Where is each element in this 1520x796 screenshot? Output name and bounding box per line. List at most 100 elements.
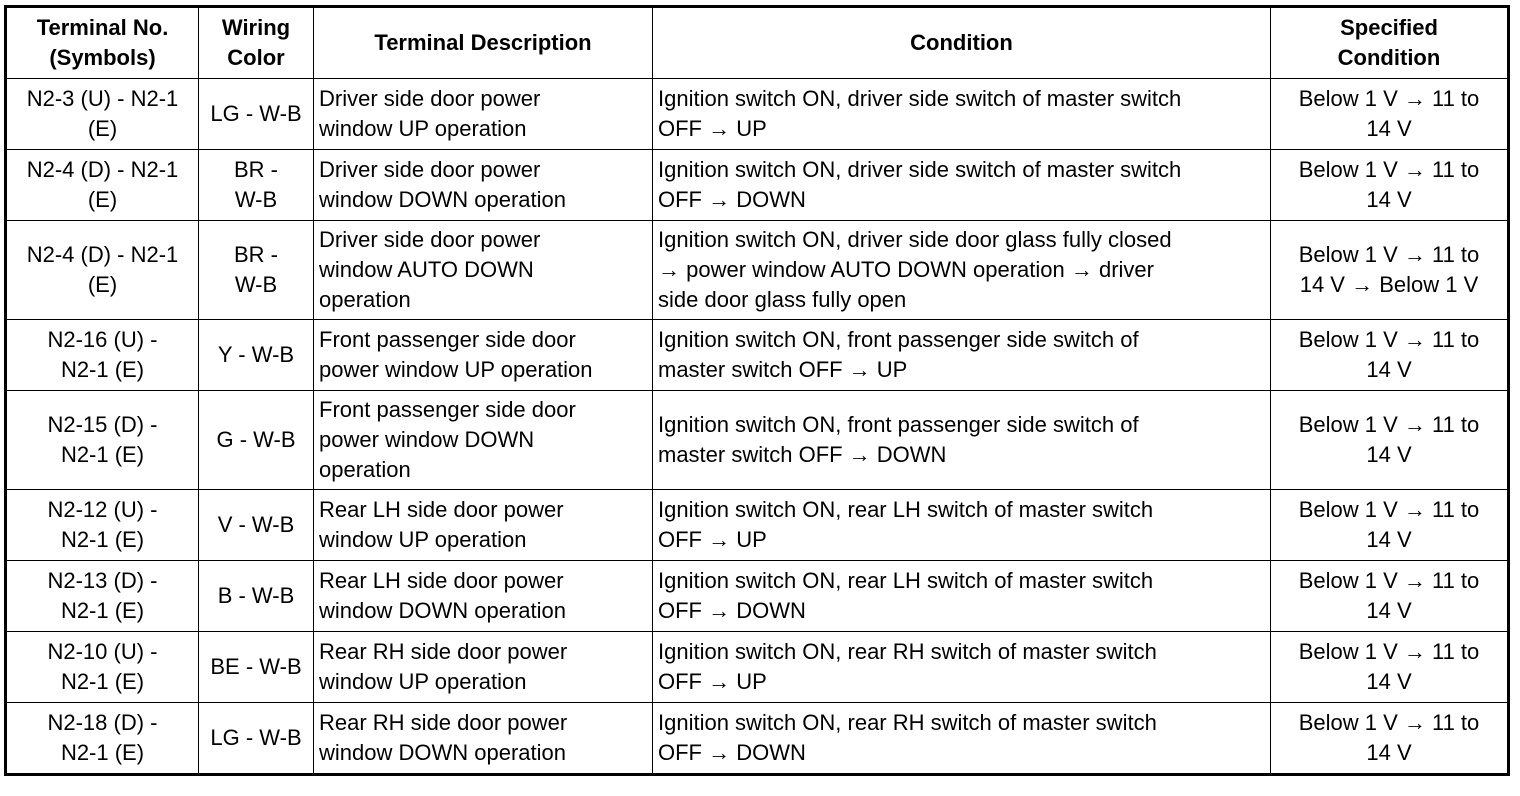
terminal-no-cell-line: N2-1 (E) xyxy=(60,442,145,467)
header-specified-line: Condition xyxy=(1337,45,1441,70)
specified-condition-cell-line: Below 1 V → 11 to xyxy=(1298,86,1480,111)
condition-cell: Ignition switch ON, driver side switch o… xyxy=(652,78,1271,150)
terminal-no-cell: N2-3 (U) - N2-1 (E) xyxy=(5,78,199,150)
table-row: N2-16 (U) -N2-1 (E) Y - W-B Front passenge… xyxy=(5,319,1509,391)
terminal-no-cell-line: N2-15 (D) - xyxy=(47,412,158,437)
terminal-description-cell: Rear RH side door power window UP operati… xyxy=(313,631,653,703)
condition-cell-line: Ignition switch ON, driver side door gla… xyxy=(658,227,1172,252)
condition-cell-line: → power window AUTO DOWN operation → dri… xyxy=(658,257,1154,282)
condition-cell-line: OFF → UP xyxy=(658,669,767,694)
wiring-color-cell: LG - W-B xyxy=(198,702,314,775)
terminal-no-cell: N2-15 (D) - N2-1 (E) xyxy=(5,390,199,490)
terminal-no-cell-line: N2-3 (U) - N2-1 xyxy=(26,86,179,111)
specified-condition-cell-line: 14 V xyxy=(1366,187,1412,212)
terminal-description-cell-line: Rear RH side door power xyxy=(319,639,568,664)
terminal-no-cell-line: N2-18 (D) - xyxy=(47,710,158,735)
condition-cell: Ignition switch ON, driver side door gla… xyxy=(652,220,1271,320)
terminal-no-cell-line: N2-10 (U) - xyxy=(47,639,158,664)
wiring-color-cell-line: BE - W-B xyxy=(210,654,302,679)
condition-cell-line: OFF → UP xyxy=(658,527,767,552)
wiring-color-cell-line: V - W-B xyxy=(217,512,295,537)
header-specified-line: Specified xyxy=(1340,15,1438,40)
specified-condition-cell-line: 14 V xyxy=(1366,669,1412,694)
specified-condition-cell-line: Below 1 V → 11 to xyxy=(1298,568,1480,593)
header-condition-line: Condition xyxy=(910,30,1013,55)
condition-cell: Ignition switch ON, rear RH switch of ma… xyxy=(652,702,1271,775)
terminal-no-cell-line: N2-4 (D) - N2-1 xyxy=(26,242,179,267)
header-terminal-description: Terminal Description xyxy=(313,6,653,79)
terminal-description-cell-line: window UP operation xyxy=(319,116,527,141)
specified-condition-cell-line: 14 V → Below 1 V xyxy=(1299,272,1479,297)
terminal-no-cell-line: N2-1 (E) xyxy=(60,669,145,694)
wiring-color-cell: V - W-B xyxy=(198,489,314,561)
specified-condition-cell-line: Below 1 V → 11 to xyxy=(1298,710,1480,735)
terminal-description-cell-line: window UP operation xyxy=(319,527,527,552)
specified-condition-cell-line: 14 V xyxy=(1366,442,1412,467)
wiring-color-cell-line: BR - xyxy=(234,157,278,182)
condition-cell: Ignition switch ON, front passenger side… xyxy=(652,390,1271,490)
header-wiring-line: Color xyxy=(227,45,285,70)
condition-cell-line: OFF → DOWN xyxy=(658,187,806,212)
terminal-no-cell: N2-4 (D) - N2-1(E) xyxy=(5,220,199,320)
table-body: N2-3 (U) - N2-1 (E) LG - W-B Driver side do… xyxy=(5,78,1509,775)
terminal-spec-table: Terminal No. (Symbols) Wiring Color Term… xyxy=(4,5,1510,776)
terminal-description-cell-line: Driver side door power xyxy=(319,157,541,182)
terminal-description-cell-line: window DOWN operation xyxy=(319,187,566,212)
terminal-description-cell: Front passenger side door power window UP… xyxy=(313,319,653,391)
wiring-color-cell-line: W-B xyxy=(234,187,278,212)
specified-condition-cell-line: 14 V xyxy=(1366,740,1412,765)
terminal-no-cell-line: N2-13 (D) - xyxy=(47,568,158,593)
terminal-description-cell-line: power window UP operation xyxy=(319,357,593,382)
condition-cell-line: Ignition switch ON, rear RH switch of ma… xyxy=(658,639,1157,664)
wiring-color-cell: LG - W-B xyxy=(198,78,314,150)
condition-cell-line: master switch OFF → UP xyxy=(658,357,908,382)
terminal-no-cell: N2-12 (U) -N2-1 (E) xyxy=(5,489,199,561)
terminal-description-cell-line: power window DOWN xyxy=(319,427,535,452)
specified-condition-cell-line: Below 1 V → 11 to xyxy=(1298,157,1480,182)
header-terminal-line: (Symbols) xyxy=(49,45,156,70)
terminal-description-cell-line: window UP operation xyxy=(319,669,527,694)
header-terminal-line: Terminal No. xyxy=(36,15,169,40)
terminal-description-cell-line: window AUTO DOWN xyxy=(319,257,534,282)
terminal-no-cell-line: N2-12 (U) - xyxy=(47,497,158,522)
header-condition: Condition xyxy=(652,6,1271,79)
wiring-color-cell-line: LG - W-B xyxy=(210,101,302,126)
wiring-color-cell-line: Y - W-B xyxy=(217,342,295,367)
header-wiring-line: Wiring xyxy=(221,15,291,40)
condition-cell: Ignition switch ON, driver side switch o… xyxy=(652,149,1271,221)
specified-condition-cell-line: Below 1 V → 11 to xyxy=(1298,327,1480,352)
terminal-description-cell-line: Front passenger side door xyxy=(319,327,576,352)
terminal-no-cell-line: (E) xyxy=(87,116,118,141)
condition-cell-line: master switch OFF → DOWN xyxy=(658,442,947,467)
table-row: N2-3 (U) - N2-1 (E) LG - W-B Driver side do… xyxy=(5,78,1509,150)
condition-cell: Ignition switch ON, rear LH switch of ma… xyxy=(652,560,1271,632)
specified-condition-cell-line: Below 1 V → 11 to xyxy=(1298,497,1480,522)
condition-cell: Ignition switch ON, rear RH switch of ma… xyxy=(652,631,1271,703)
terminal-no-cell: N2-16 (U) -N2-1 (E) xyxy=(5,319,199,391)
condition-cell-line: Ignition switch ON, driver side switch o… xyxy=(658,157,1182,182)
header-terminal-no: Terminal No. (Symbols) xyxy=(5,6,199,79)
condition-cell-line: Ignition switch ON, front passenger side… xyxy=(658,412,1139,437)
specified-condition-cell-line: Below 1 V → 11 to xyxy=(1298,242,1480,267)
condition-cell-line: OFF → DOWN xyxy=(658,740,806,765)
specified-condition-cell: Below 1 V → 11 to 14 V xyxy=(1270,319,1509,391)
wiring-color-cell: BR - W-B xyxy=(198,149,314,221)
terminal-description-cell-line: window DOWN operation xyxy=(319,598,566,623)
wiring-color-cell-line: W-B xyxy=(234,272,278,297)
terminal-description-cell-line: Driver side door power xyxy=(319,86,541,111)
header-description-line: Terminal Description xyxy=(374,30,592,55)
wiring-color-cell: BR -W-B xyxy=(198,220,314,320)
wiring-color-cell: G - W-B xyxy=(198,390,314,490)
specified-condition-cell-line: 14 V xyxy=(1366,357,1412,382)
condition-cell-line: Ignition switch ON, rear LH switch of ma… xyxy=(658,568,1154,593)
